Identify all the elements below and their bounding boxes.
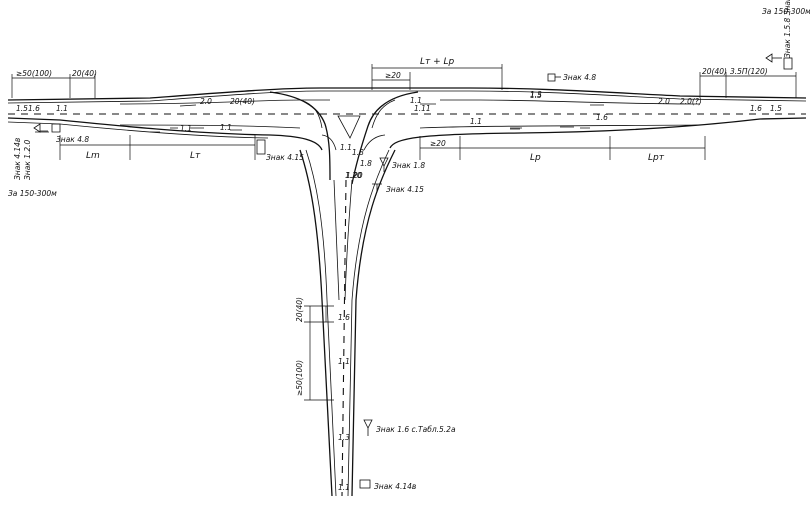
lane-mark-label: 1.6 [750, 104, 762, 113]
lane-mark-label: 1.6 [596, 113, 608, 122]
lane-mark-label: 1.8 [352, 148, 364, 157]
left-dim-top-short-label: 20(40) [72, 69, 97, 78]
left-sign-vertical-1-label: Знак 4.14в [13, 138, 22, 180]
text-labels: За 150-300м Знак 1.5.8 Знак 4.14в 3.5П(1… [8, 0, 810, 491]
lane-mark-label: 1.11 [414, 104, 431, 113]
dim-Lt-left-label: Lт [190, 151, 201, 161]
lane-mark-label: 1.1 [340, 143, 352, 152]
lane-mark-label: 1.6 [338, 313, 350, 322]
sign-414-bottom-icon [359, 479, 371, 489]
top-center-dim-label: Lт + Lр [420, 57, 455, 67]
lane-mark-top-label: 2.0 [658, 97, 670, 106]
lane-mark-label: 1.20 [345, 171, 362, 180]
lane-mark-label: 1.1 [56, 104, 68, 113]
sign-18-label: Знак 1.8 [392, 161, 425, 170]
dim-Lm-left-label: Lm [86, 151, 100, 161]
left-sign-vertical-2-label: Знак 1.2.0 [23, 139, 32, 180]
dim-Lp-right-label: Lр [530, 153, 541, 163]
secondary-road [299, 149, 396, 497]
lane-mark-label: 1.1 [180, 124, 192, 133]
lane-mark-top-label: 2.0 [200, 97, 212, 106]
lane-mark-top-label: 1.1 [470, 117, 482, 126]
lane-mark-top-label: 20(40) [230, 97, 255, 106]
sign-16-bottom-icon [363, 419, 373, 436]
vertical-dim-short-label: 20(40) [295, 297, 304, 322]
lane-mark-top-label: 1.1 [220, 123, 232, 132]
lane-mark-label: 1.5 [16, 104, 28, 113]
sign-left-arrow-icon [33, 123, 61, 133]
lane-mark-label: 1.3 [338, 433, 350, 442]
main-road-lane-ticks [35, 103, 604, 133]
dim-ge20-top-label: ≥20 [385, 71, 401, 80]
sign-415-center-icon [372, 183, 382, 192]
left-dist-label: За 150-300м [8, 189, 57, 198]
lane-mark-top-label: 1.8 [360, 159, 372, 168]
sign-right-arrow-icon [765, 53, 793, 70]
signs [33, 53, 793, 489]
sign-415-left-label: Знак 4.15 [266, 153, 304, 162]
lane-mark-label: 1.6 [28, 104, 40, 113]
dim-Lpt-right-label: Lрт [648, 153, 665, 163]
dim-ge20-bottom-label: ≥20 [430, 139, 446, 148]
lane-mark-label: 1.20 [346, 171, 363, 180]
lane-mark-top-label: 2.0(?) [680, 97, 702, 106]
junction-corners [269, 91, 419, 185]
sign-48-top-label: Знак 4.8 [563, 73, 596, 82]
sign-48-top-icon [547, 73, 561, 82]
sign-18-icon [379, 157, 389, 172]
sign-415-left-icon [256, 139, 266, 155]
lane-mark-top-label: 1.5 [530, 91, 542, 100]
lane-mark-label: 1.5 [770, 104, 782, 113]
sign-bottom-16-label: Знак 1.6 с.Табл.5.2а [376, 425, 456, 434]
lane-mark-label: 1.1 [338, 483, 350, 492]
top-right-dist-label: За 150-300м [762, 7, 810, 16]
lane-mark-label: 1.1 [410, 96, 422, 105]
right-signs-vertical-label: Знак 1.5.8 Знак 4.14в [783, 0, 792, 58]
right-dist-label: 3.5П(120) [730, 67, 768, 76]
lane-mark-label: 1.1 [338, 357, 350, 366]
left-dim-top-label: ≥50(100) [16, 69, 52, 78]
lane-mark-label: 1.3 [530, 90, 542, 99]
sign-415-center-label: Знак 4.15 [386, 185, 424, 194]
main-road [7, 87, 807, 151]
dimension-lines [11, 64, 797, 401]
right-dist-short-label: 20(40) [702, 67, 727, 76]
sign-48-left-label: Знак 4.8 [56, 135, 89, 144]
sign-bottom-414-label: Знак 4.14в [374, 482, 416, 491]
vertical-dim-long-label: ≥50(100) [295, 360, 304, 396]
